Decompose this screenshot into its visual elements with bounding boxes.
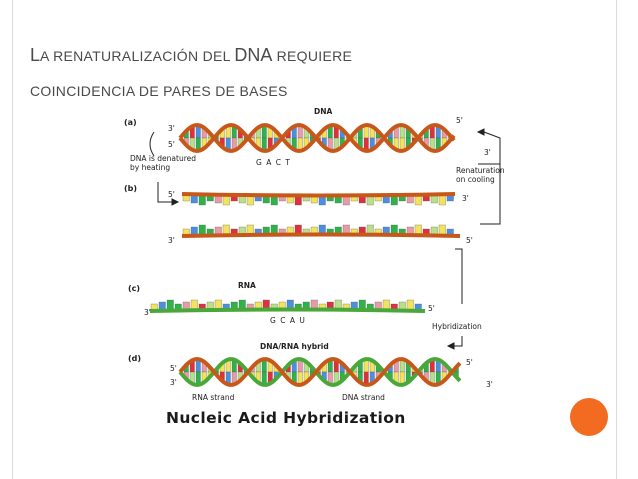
hybridization-arrow xyxy=(446,248,463,350)
end-3-b-top: 3' xyxy=(462,194,469,203)
bases-dna-label: G A C T xyxy=(256,158,291,167)
slide-frame-left xyxy=(12,0,13,479)
dna-strand-label: DNA strand xyxy=(342,393,385,402)
panel-label-b: (b) xyxy=(124,184,138,193)
slide-title: LA RENATURALIZACIÓN DEL DNA REQUIERE COI… xyxy=(30,38,490,109)
end-3-a-left: 3' xyxy=(168,124,175,133)
accent-dot xyxy=(570,398,608,436)
end-5-a-left: 5' xyxy=(168,140,175,149)
panel-label-a: (a) xyxy=(124,118,137,127)
end-3-d-left: 3' xyxy=(170,378,177,387)
hybridization-diagram: (a) (b) (c) (d) DNA DNA is denatured by … xyxy=(110,104,530,434)
figure-caption: Nucleic Acid Hybridization xyxy=(166,409,406,427)
rna-label: RNA xyxy=(238,281,256,290)
end-5-b-bottom: 5' xyxy=(466,236,473,245)
title-dna: DNA xyxy=(234,45,273,65)
panel-a-double-helix xyxy=(178,123,456,153)
strand-b-top-backbone xyxy=(181,192,456,198)
renaturation-label-line1: Renaturation xyxy=(456,166,505,175)
panel-label-d: (d) xyxy=(128,354,142,363)
end-5-c-right: 5' xyxy=(428,304,435,313)
denature-arrow xyxy=(149,131,180,206)
end-5-d-right: 5' xyxy=(466,358,473,367)
panel-label-c: (c) xyxy=(128,284,141,293)
title-part-1: A RENATURALIZACIÓN DEL xyxy=(40,48,235,64)
helix-d-backbone-1 xyxy=(178,357,462,387)
hybrid-label: DNA/RNA hybrid xyxy=(260,342,329,351)
helix-a-backbone-2 xyxy=(178,123,456,153)
end-5-d-left: 5' xyxy=(170,364,177,373)
strand-c-rna-backbone xyxy=(149,307,426,313)
rna-strand-label: RNA strand xyxy=(192,393,235,402)
bases-rna-label: G C A U xyxy=(270,316,306,325)
panel-d-hybrid-helix xyxy=(178,357,462,387)
title-first-letter: L xyxy=(30,45,41,65)
title-part-2: REQUIERE xyxy=(272,48,353,64)
end-3-a-right: 3' xyxy=(484,148,491,157)
diagram-graphics xyxy=(149,123,501,387)
denatured-label-line1: DNA is denatured xyxy=(130,154,196,163)
helix-d-backbone-2 xyxy=(178,357,462,387)
dna-label: DNA xyxy=(314,107,333,116)
title-line-2: COINCIDENCIA DE PARES DE BASES xyxy=(30,83,288,99)
panel-c-rna-strand xyxy=(149,299,426,313)
end-3-c-left: 3' xyxy=(144,308,151,317)
slide-frame-right xyxy=(616,0,617,479)
renaturation-label-line2: on cooling xyxy=(456,175,495,184)
hybridization-label: Hybridization xyxy=(432,322,482,331)
end-5-b-top: 5' xyxy=(168,190,175,199)
denatured-label-line2: by heating xyxy=(130,163,171,172)
panel-b-bottom-strand xyxy=(181,224,461,238)
end-3-b-bottom: 3' xyxy=(168,236,175,245)
end-5-a-right: 5' xyxy=(456,116,463,125)
strand-b-bottom-backbone xyxy=(181,232,461,238)
panel-b-top-strand xyxy=(181,192,456,206)
renature-arrow xyxy=(476,128,501,225)
end-3-d-right: 3' xyxy=(486,380,493,389)
